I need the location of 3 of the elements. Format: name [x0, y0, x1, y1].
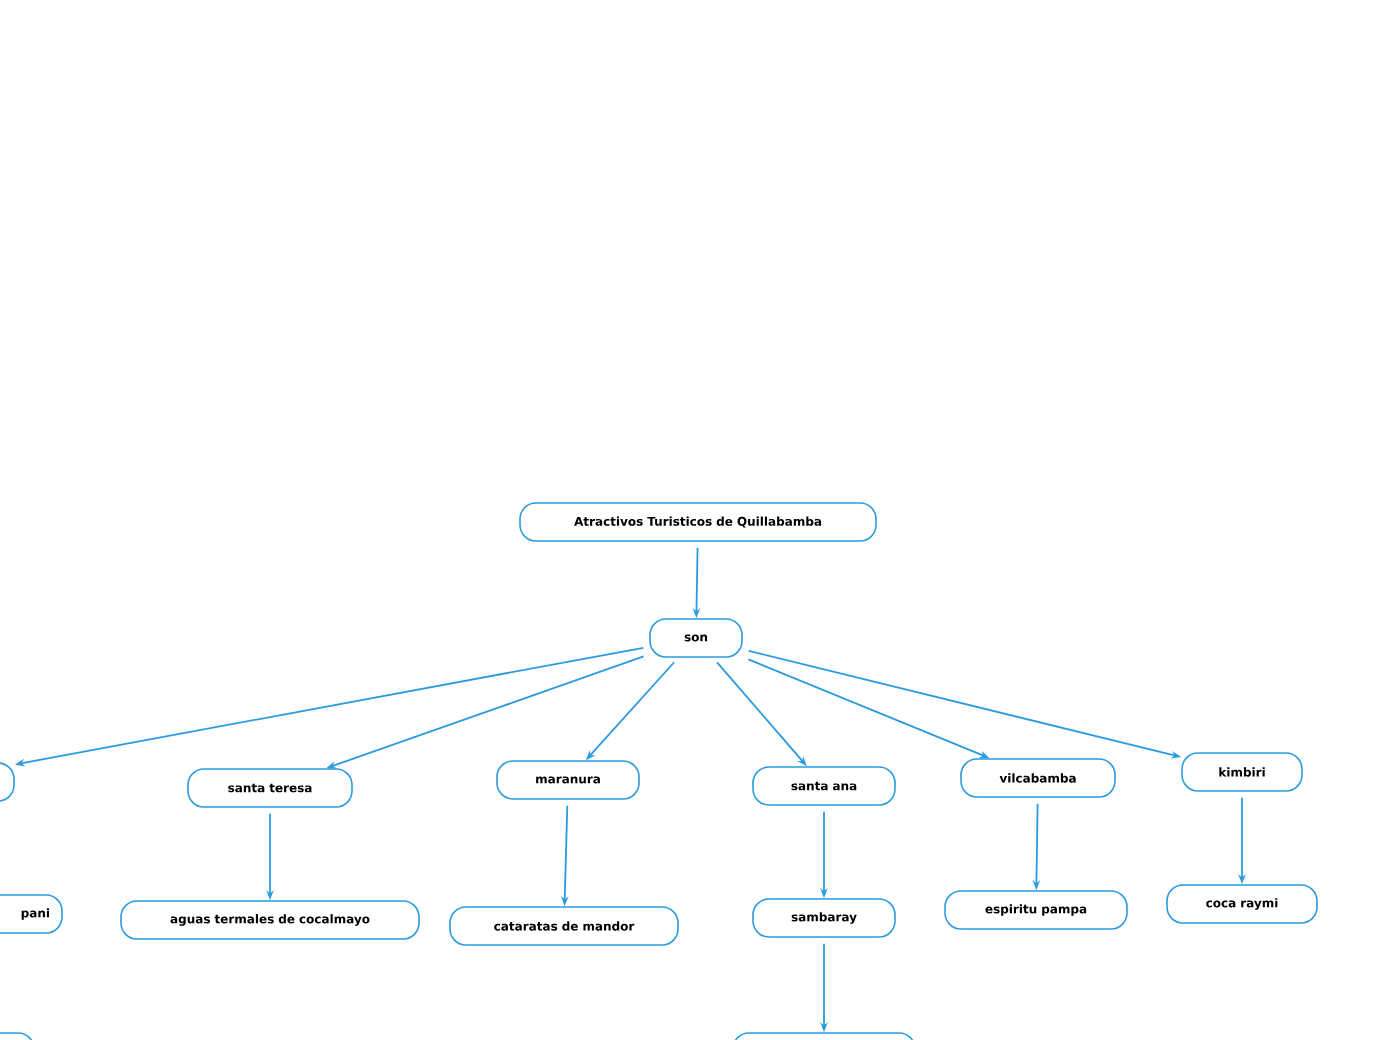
- topic-box: [0, 762, 15, 802]
- topic-box: [732, 1032, 916, 1040]
- topic-box: [0, 1032, 35, 1040]
